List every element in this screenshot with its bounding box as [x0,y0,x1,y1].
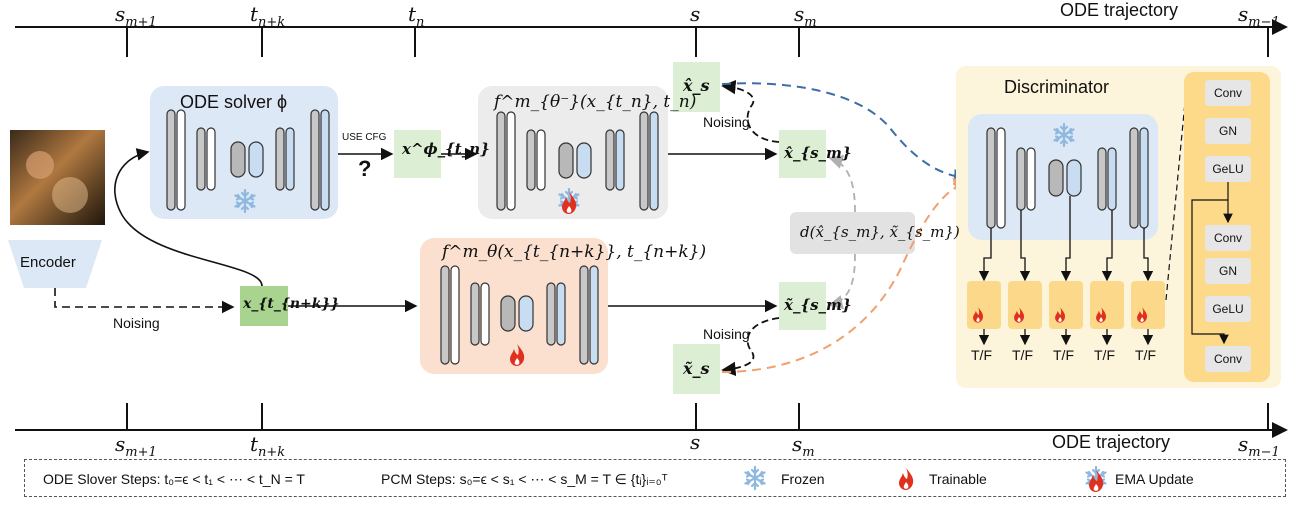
x-tn-phi-label: x^ϕ_{t_n} [402,140,490,158]
noising-arrow [54,288,235,314]
disc-unet [986,127,1149,229]
online-model-label: f^m_θ(x_{t_{n+k}}, t_{n+k}) [442,242,707,262]
tilde-x-s-label: x̃_s [683,359,710,378]
bottom-tick-s-m-minus-1: sm−1 [1238,432,1280,460]
input-image [10,130,105,225]
noising-top-curve [721,79,780,143]
use-cfg-label: USE CFG [342,132,387,143]
hat-x-s-node [673,62,720,112]
tilde-x-s-node [673,344,720,394]
encoder-label: Encoder [20,254,76,271]
noising-label: Noising [113,315,160,331]
encoder-trapezoid [8,240,102,288]
top-tick-t-n: tn [408,2,425,30]
x-tnk-label: x_{t_{n+k}} [243,296,340,312]
to-ode-solver-arrow [114,148,263,287]
bottom-tick-s-m-plus-1: sm+1 [115,432,157,460]
bottom-axis-label: ODE trajectory [1052,432,1171,452]
layer-gn-2: GN [1219,264,1237,278]
layer-conv-2: Conv [1213,231,1242,245]
hat-x-sm-node [779,130,826,178]
top-axis-label: ODE trajectory [1060,0,1179,20]
tf-output-1: T/F [971,347,992,363]
legend-trainable: Trainable [929,471,987,487]
bottom-tick-s: s [690,430,701,454]
online-model-unet [440,265,599,365]
disc-heads [967,196,1165,346]
legend-box: ODE Slover Steps: t₀=ϵ < t₁ < ⋯ < t_N = … [24,459,1286,497]
top-tick-t-n-plus-k: tn+k [250,2,286,30]
legend-ode-steps: ODE Slover Steps: t₀=ϵ < t₁ < ⋯ < t_N = … [43,471,305,487]
layer-gelu-1: GeLU [1212,162,1244,176]
legend-ema: EMA Update [1115,471,1194,487]
noising-top-label: Noising [703,114,750,130]
legend-frozen: Frozen [781,471,825,487]
blue-dashed-to-disc [721,82,970,185]
top-tick-s: s [690,2,701,26]
x-tn-phi-node [394,130,441,178]
distance-box [790,212,915,254]
top-tick-s-m-minus-1: sm−1 [1238,2,1280,30]
hat-x-s-label: x̂_s [683,76,710,95]
tf-output-5: T/F [1135,347,1156,363]
ode-solver-unet [166,109,330,211]
target-model-unet [496,111,659,211]
orange-dashed-to-disc [721,177,970,373]
bottom-tick-s-m: sm [792,432,815,460]
legend-pcm-steps: PCM Steps: s₀=ϵ < s₁ < ⋯ < s_M = T ∈ {tᵢ… [381,471,668,487]
tf-output-3: T/F [1053,347,1074,363]
target-model-label: f^m_{θ⁻}(x_{t_n}, t_n) [494,92,697,112]
x-tnk-node [240,286,288,326]
noising-bottom-curve [721,317,780,377]
tilde-x-sm-label: x̃_{s_m} [784,296,852,314]
layer-gelu-2: GeLU [1212,302,1244,316]
hat-x-sm-label: x̂_{s_m} [784,144,852,162]
tilde-x-sm-node [779,282,826,330]
layer-conv-1: Conv [1213,86,1242,100]
ode-solver-label: ODE solver ϕ [180,92,288,112]
noising-bottom-label: Noising [703,326,750,342]
question-mark: ? [358,156,372,181]
bottom-axis [15,403,1288,438]
top-axis [15,19,1288,57]
layer-gn-1: GN [1219,124,1237,138]
tf-output-2: T/F [1012,347,1033,363]
tf-output-4: T/F [1094,347,1115,363]
bottom-tick-t-n-plus-k: tn+k [250,432,286,460]
discriminator-title: Discriminator [1004,77,1110,97]
top-tick-s-m: sm [794,2,817,30]
top-tick-s-m-plus-1: sm+1 [115,2,157,30]
layer-conv-3: Conv [1213,352,1242,366]
conv-layers [1205,80,1251,372]
distance-label: d(x̂_{s_m}, x̃_{s_m}) [800,223,960,241]
